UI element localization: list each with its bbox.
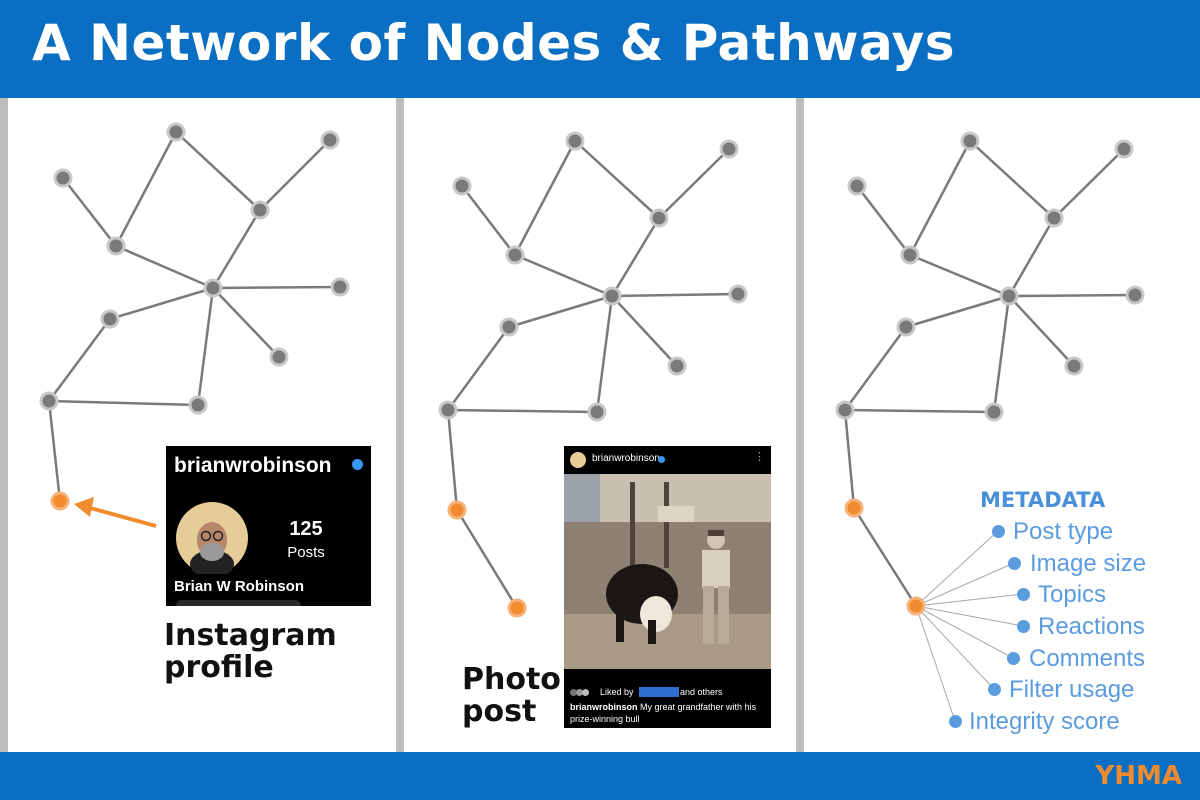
- metadata-title: METADATA: [980, 488, 1106, 512]
- more-options-icon: ⋮: [754, 451, 765, 463]
- post-caption: brianwrobinson My great grandfather with…: [570, 702, 757, 724]
- highlight-node: [844, 498, 864, 518]
- node: [320, 130, 340, 150]
- panel-instagram-profile: brianwrobinson 125 Posts Brian W Robinso…: [8, 98, 396, 752]
- metadata-bullet-icon: [988, 683, 1001, 696]
- node: [250, 200, 270, 220]
- header-bar: A Network of Nodes & Pathways: [0, 0, 1200, 98]
- highlight-node: [50, 491, 70, 511]
- metadata-bullet-icon: [992, 525, 1005, 538]
- metadata-item: Filter usage: [1009, 676, 1135, 703]
- node: [100, 309, 120, 329]
- node: [900, 245, 920, 265]
- node: [269, 347, 289, 367]
- node: [452, 176, 472, 196]
- node: [1114, 139, 1134, 159]
- profile-username: brianwrobinson: [174, 454, 332, 477]
- node: [1125, 285, 1145, 305]
- node: [188, 395, 208, 415]
- node: [565, 131, 585, 151]
- liker-avatar: [582, 689, 589, 696]
- highlight-node: [447, 500, 467, 520]
- metadata-item: Integrity score: [969, 708, 1120, 735]
- metadata-bullet-icon: [1017, 588, 1030, 601]
- node: [438, 400, 458, 420]
- post-username: brianwrobinson: [592, 453, 660, 464]
- network-graph-2: [438, 131, 748, 618]
- photo-post-card: brianwrobinson ⋮ Liked by and others: [564, 446, 771, 728]
- verified-badge-icon: [352, 459, 363, 470]
- node: [649, 208, 669, 228]
- node: [728, 284, 748, 304]
- node: [667, 356, 687, 376]
- node: [106, 236, 126, 256]
- node: [719, 139, 739, 159]
- node: [330, 277, 350, 297]
- redacted-name: [639, 687, 679, 697]
- verified-badge-icon: [658, 456, 665, 463]
- node-hub: [602, 286, 622, 306]
- node-hub: [203, 278, 223, 298]
- caption-instagram-profile: Instagram profile: [164, 618, 337, 685]
- network-graph-3: [835, 131, 1145, 722]
- node: [1064, 356, 1084, 376]
- node: [587, 402, 607, 422]
- liker-avatar: [576, 689, 583, 696]
- instagram-profile-card: brianwrobinson 125 Posts Brian W Robinso…: [166, 446, 371, 606]
- avatar: [176, 502, 248, 574]
- metadata-item: Reactions: [1038, 613, 1145, 640]
- panel-photo-post: brianwrobinson ⋮ Liked by and others: [404, 98, 796, 752]
- brand-logo: YHMA: [1095, 761, 1182, 791]
- profile-button: [176, 600, 301, 606]
- post-photo: [564, 474, 771, 669]
- liker-avatar: [570, 689, 577, 696]
- node: [166, 122, 186, 142]
- node: [53, 168, 73, 188]
- node: [39, 391, 59, 411]
- node: [505, 245, 525, 265]
- liked-by-label: Liked by: [600, 687, 634, 697]
- node: [835, 400, 855, 420]
- highlight-node: [906, 596, 926, 616]
- profile-display-name: Brian W Robinson: [174, 578, 304, 595]
- node: [1044, 208, 1064, 228]
- node: [499, 317, 519, 337]
- posts-label: Posts: [287, 544, 325, 561]
- metadata-bullet-icon: [949, 715, 962, 728]
- post-avatar: [570, 452, 586, 468]
- panel-metadata: METADATA Post type Image size Topics Rea…: [804, 98, 1200, 752]
- node: [847, 176, 867, 196]
- highlight-node: [507, 598, 527, 618]
- node: [960, 131, 980, 151]
- page-title: A Network of Nodes & Pathways: [32, 14, 955, 72]
- metadata-bullet-icon: [1008, 557, 1021, 570]
- network-graph-1: [39, 122, 350, 528]
- metadata-item: Topics: [1038, 581, 1107, 608]
- node: [896, 317, 916, 337]
- and-others-label: and others: [680, 687, 723, 697]
- metadata-bullet-icon: [1007, 652, 1020, 665]
- node-hub: [999, 286, 1019, 306]
- metadata-bullet-icon: [1017, 620, 1030, 633]
- posts-count: 125: [289, 518, 323, 540]
- caption-photo-post: Photo post: [462, 662, 561, 729]
- metadata-item: Post type: [1013, 518, 1114, 545]
- metadata-connectors: [915, 530, 1024, 722]
- metadata-item: Comments: [1029, 645, 1146, 672]
- metadata-item: Image size: [1030, 550, 1147, 577]
- footer-bar: YHMA: [0, 752, 1200, 800]
- node: [984, 402, 1004, 422]
- arrow-icon: [74, 497, 157, 528]
